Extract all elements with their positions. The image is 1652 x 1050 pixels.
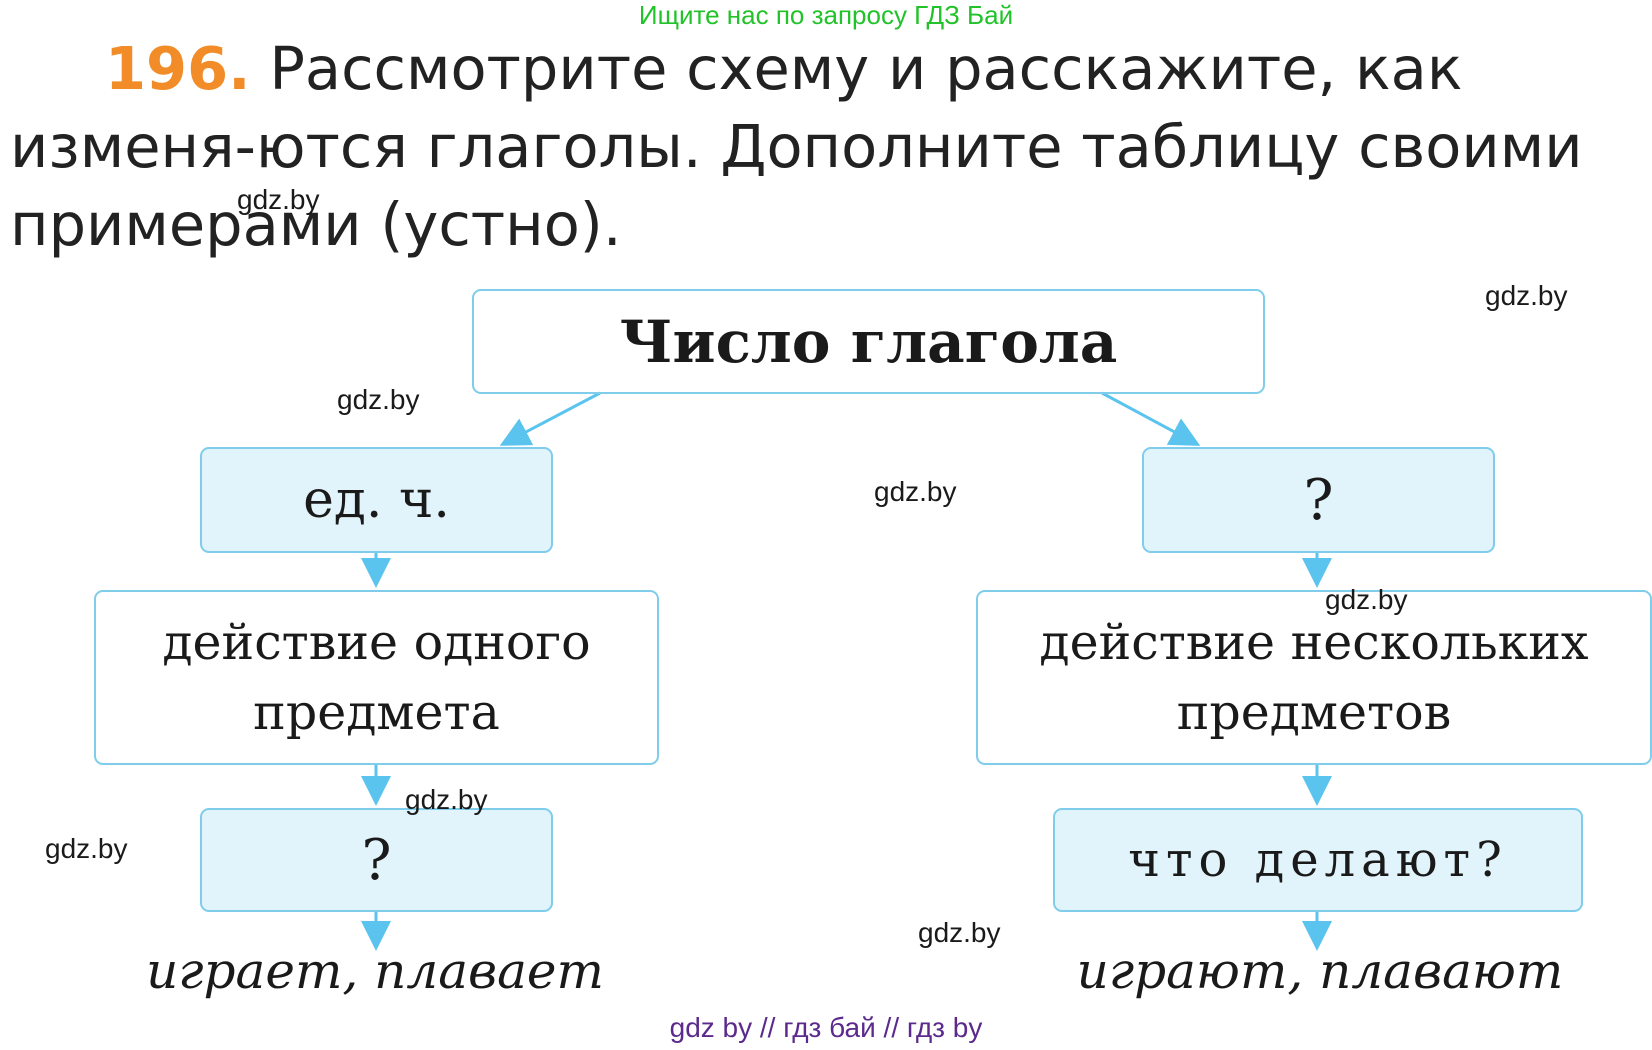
right-examples: играют, плавают (1076, 942, 1564, 1000)
left-category-label: ед. ч. (303, 470, 450, 530)
right-category-label: ? (1303, 467, 1334, 533)
task-number: 196. (105, 34, 251, 103)
task-statement: 196. Рассмотрите схему и расскажите, как… (10, 30, 1640, 264)
right-meaning-box: действие нескольких предметов (976, 590, 1652, 765)
right-meaning-line1: действие нескольких (1039, 613, 1589, 671)
footer-links: gdz by // гдз бай // гдз by (669, 1012, 983, 1043)
left-category-box: ед. ч. (200, 447, 553, 553)
watermark: gdz.by (918, 917, 1001, 948)
watermark: gdz.by (45, 833, 128, 864)
watermark: gdz.by (1325, 584, 1408, 615)
left-meaning-line1: действие одного (162, 613, 591, 671)
top-banner: Ищите нас по запросу ГДЗ Бай (638, 0, 1014, 30)
watermark: gdz.by (337, 384, 420, 415)
left-meaning-line2: предмета (253, 683, 500, 741)
task-text: Рассмотрите схему и расскажите, как изме… (10, 34, 1583, 259)
watermark: gdz.by (237, 184, 320, 215)
left-examples: играет, плавает (146, 942, 604, 1000)
right-category-box: ? (1142, 447, 1495, 553)
arrow-root-left (499, 391, 601, 446)
left-meaning-box: действие одного предмета (94, 590, 659, 765)
left-question-label: ? (361, 827, 392, 893)
left-question-box: ? (200, 808, 553, 912)
watermark: gdz.by (1485, 280, 1568, 311)
watermark: gdz.by (874, 476, 957, 507)
root-box: Число глагола (472, 289, 1265, 394)
right-question-label: что делают? (1128, 832, 1508, 888)
root-label: Число глагола (619, 307, 1118, 376)
arrow-root-right (1101, 391, 1201, 446)
right-meaning-line2: предметов (1176, 683, 1452, 741)
watermark: gdz.by (405, 784, 488, 815)
right-question-box: что делают? (1053, 808, 1583, 912)
